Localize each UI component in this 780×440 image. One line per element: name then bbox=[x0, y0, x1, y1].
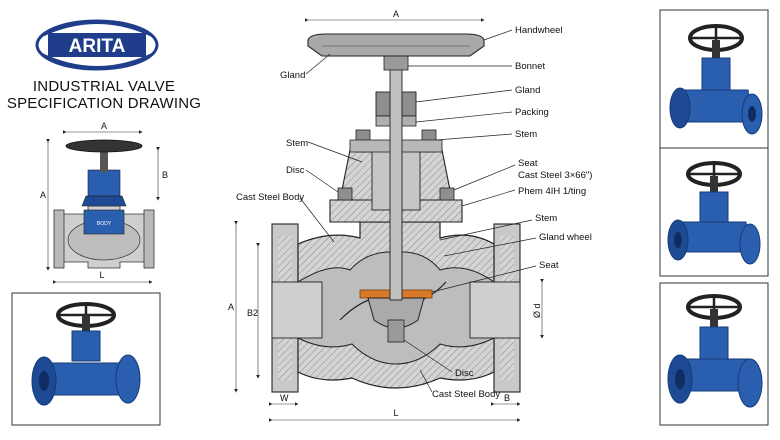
product-render-right-middle bbox=[659, 147, 769, 277]
small-dim-b: B bbox=[162, 170, 168, 180]
main-dim-l: L bbox=[393, 408, 398, 418]
label-packing: Packing bbox=[515, 107, 549, 118]
main-dim-a-side: A bbox=[228, 302, 234, 312]
label-cast-steel-body-bottom: Cast Steel Body bbox=[432, 389, 500, 400]
product-render-bottom-left bbox=[11, 292, 161, 426]
callout-labels: Handwheel Gland Bonnet Gland Packing Ste… bbox=[236, 25, 592, 400]
title-line1: INDUSTRIAL VALVE bbox=[33, 78, 175, 95]
label-disc-bottom: Disc bbox=[455, 368, 474, 379]
title-line2: SPECIFICATION DRAWING bbox=[7, 95, 201, 112]
small-valve-drawing: BODY A A B L bbox=[40, 121, 168, 284]
label-disc-left: Disc bbox=[286, 165, 305, 176]
small-dim-a-top: A bbox=[101, 121, 107, 131]
small-dim-a-side: A bbox=[40, 190, 46, 200]
label-gland-right: Gland bbox=[515, 85, 540, 96]
main-cross-section: A A B2 L W B Ø d bbox=[228, 9, 544, 422]
label-stem-right-mid: Stem bbox=[535, 213, 557, 224]
product-render-right-top bbox=[659, 9, 769, 149]
arita-logo: ARITA bbox=[35, 19, 159, 71]
main-dim-a-top: A bbox=[393, 9, 399, 19]
label-gland-left: Gland bbox=[280, 70, 305, 81]
main-dim-w: W bbox=[280, 393, 289, 403]
label-phem-spec: Phem 4IH 1/ting bbox=[518, 186, 586, 197]
small-dim-l: L bbox=[99, 270, 104, 280]
product-render-right-bottom bbox=[659, 282, 769, 426]
label-cast-steel-spec: Cast Steel 3×66") bbox=[518, 170, 592, 181]
label-seat-top: Seat bbox=[518, 158, 538, 169]
main-dim-b2: B2 bbox=[247, 308, 258, 318]
label-cast-steel-body-top: Cast Steel Body bbox=[236, 192, 304, 203]
main-dim-b: B bbox=[504, 393, 510, 403]
label-stem-left: Stem bbox=[286, 138, 308, 149]
body-marking: BODY bbox=[97, 221, 112, 227]
main-dim-d: Ø d bbox=[532, 303, 542, 318]
label-bonnet: Bonnet bbox=[515, 61, 545, 72]
label-seat-right: Seat bbox=[539, 260, 559, 271]
logo-text: ARITA bbox=[69, 36, 126, 57]
label-stem-right-top: Stem bbox=[515, 129, 537, 140]
label-handwheel: Handwheel bbox=[515, 25, 563, 36]
label-gland-wheel: Gland wheel bbox=[539, 232, 592, 243]
